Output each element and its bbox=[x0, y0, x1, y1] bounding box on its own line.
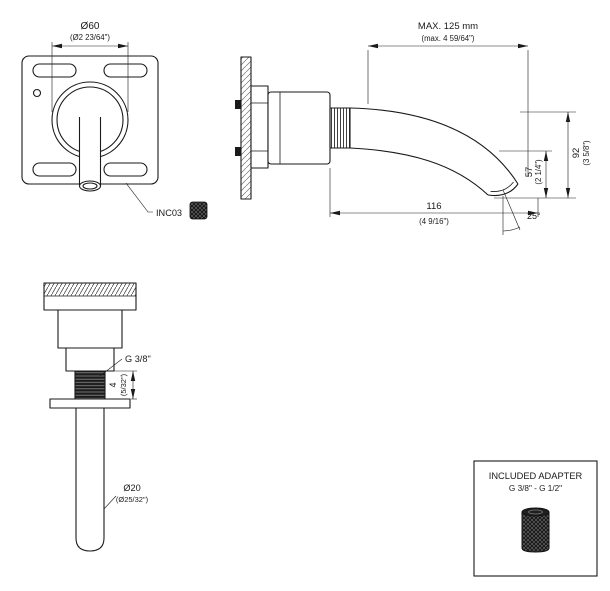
fixing-screw-bottom bbox=[235, 147, 241, 156]
dim-diameter-20: Ø20 bbox=[123, 483, 140, 493]
wall-flange bbox=[49, 398, 131, 409]
thread-section bbox=[74, 370, 106, 400]
escutcheon-side bbox=[267, 91, 331, 165]
front-view-labels: Ø60 (Ø2 23/64") INC03 bbox=[70, 21, 182, 218]
spout-knurled-ring bbox=[329, 107, 351, 149]
spout-outlet-bore bbox=[82, 182, 98, 190]
adapter-box-title: INCLUDED ADAPTER bbox=[489, 471, 583, 481]
dim-thickness-4-inches: (5/32") bbox=[119, 373, 128, 396]
dim-height-92: 92 bbox=[571, 148, 582, 159]
dim-height-57: 57 bbox=[524, 167, 535, 178]
spout-tip-bore bbox=[490, 181, 514, 192]
dim-height-57-inches: (2 1/4") bbox=[534, 159, 543, 185]
thread-size-label: G 3/8" bbox=[125, 354, 151, 364]
diameter-20-leader-line bbox=[103, 495, 117, 510]
valve-body bbox=[57, 309, 123, 349]
dim-max-125-inches: (max. 4 59/64") bbox=[421, 34, 474, 43]
dim-diameter-20-inches: (Ø25/32") bbox=[116, 495, 149, 504]
front-view-dimension-lines bbox=[51, 42, 153, 213]
mounting-slot-bottom-left bbox=[32, 162, 77, 177]
adapter-box: INCLUDED ADAPTER G 3/8" - G 1/2" bbox=[473, 460, 598, 577]
spout-top-edge bbox=[349, 107, 519, 185]
side-view-labels: MAX. 125 mm (max. 4 59/64") 116 (4 9/16"… bbox=[418, 21, 591, 226]
spout-bottom-edge bbox=[349, 147, 489, 196]
mounting-slot-bottom-right bbox=[103, 162, 148, 177]
adapter-box-subtitle: G 3/8" - G 1/2" bbox=[509, 484, 562, 493]
dim-length-116-inches: (4 9/16") bbox=[419, 217, 449, 226]
fixing-hole bbox=[32, 88, 42, 98]
dim-diameter-60: Ø60 bbox=[81, 21, 100, 32]
bottom-view-dimension-lines bbox=[99, 358, 137, 510]
inlet-tube bbox=[75, 408, 105, 552]
dim-length-116: 116 bbox=[426, 201, 441, 212]
adapter-icon bbox=[521, 507, 550, 553]
mounting-slot-top-right bbox=[103, 63, 148, 78]
mounting-slot-top-left bbox=[32, 63, 77, 78]
fixing-screw-top bbox=[235, 100, 241, 109]
dim-angle-25: 25° bbox=[527, 211, 541, 221]
side-view-dimension-lines bbox=[329, 43, 576, 235]
inc03-leader-line bbox=[125, 182, 153, 213]
inc03-adapter-icon bbox=[189, 201, 208, 220]
product-code-label: INC03 bbox=[156, 208, 182, 218]
dim-thickness-4: 4 bbox=[108, 382, 118, 387]
bottom-view bbox=[43, 282, 137, 552]
thread-leader-line bbox=[99, 358, 123, 377]
dim-diameter-60-inches: (Ø2 23/64") bbox=[70, 33, 110, 42]
escutcheon-knurl bbox=[44, 283, 136, 296]
dim-height-92-inches: (3 5/8") bbox=[582, 140, 591, 166]
bottom-view-labels: G 3/8" 4 (5/32") Ø20 (Ø25/32") bbox=[108, 354, 151, 504]
front-view bbox=[21, 55, 159, 192]
side-view bbox=[235, 56, 519, 200]
valve-neck bbox=[65, 347, 115, 372]
mounting-plate-edge bbox=[250, 85, 269, 169]
spout-tip-face bbox=[487, 183, 519, 197]
dim-max-125: MAX. 125 mm bbox=[418, 21, 478, 32]
wall-section bbox=[240, 56, 252, 200]
